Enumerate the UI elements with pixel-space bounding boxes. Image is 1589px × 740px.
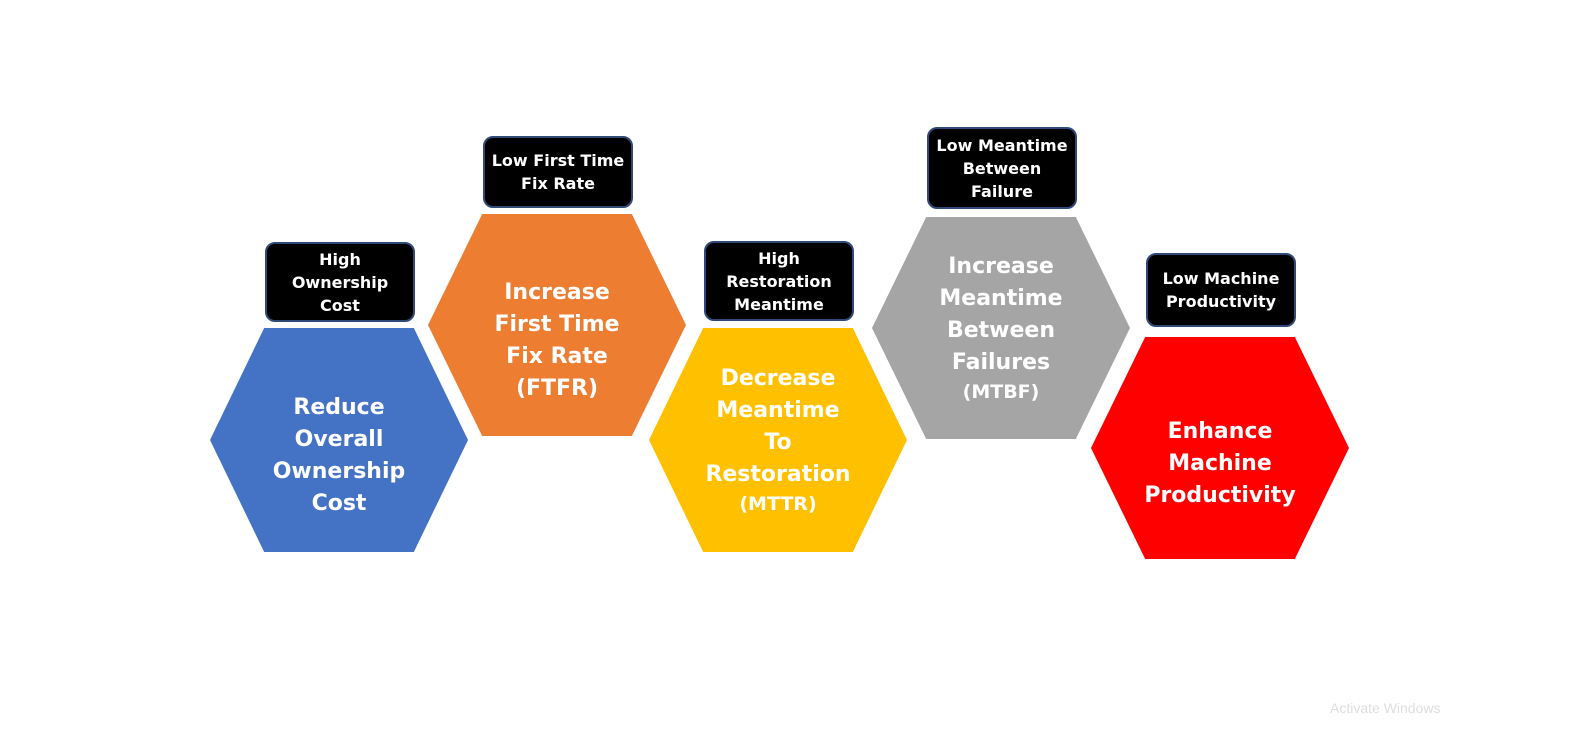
diagram-item-mtbf: Low Meantime Between Failure Increase Me… — [872, 127, 1132, 441]
goal-title: Increase Meantime Between Failures — [939, 254, 1063, 375]
goal-text: Increase First Time Fix Rate (FTFR) — [467, 245, 647, 405]
goal-hexagon: Decrease Meantime To Restoration (MTTR) — [649, 328, 907, 552]
goal-title: Decrease Meantime To Restoration — [705, 366, 851, 487]
goal-hexagon: Increase Meantime Between Failures (MTBF… — [872, 217, 1130, 439]
watermark-text: Activate Windows — [1330, 700, 1441, 716]
diagram-item-ownership-cost: High Ownership Cost Reduce Overall Owner… — [210, 242, 470, 554]
problem-label-box: Low Machine Productivity — [1146, 253, 1296, 327]
diagram-item-productivity: Low Machine Productivity Enhance Machine… — [1091, 253, 1351, 561]
goal-text: Reduce Overall Ownership Cost — [249, 360, 429, 520]
goal-text: Decrease Meantime To Restoration (MTTR) — [688, 331, 868, 549]
goal-abbreviation: (MTTR) — [739, 493, 817, 515]
problem-label-box: Low First Time Fix Rate — [483, 136, 633, 208]
goal-title: Increase First Time Fix Rate (FTFR) — [494, 280, 620, 401]
problem-label-box: Low Meantime Between Failure — [927, 127, 1077, 209]
goal-abbreviation: (MTBF) — [962, 381, 1040, 403]
goal-text: Enhance Machine Productivity — [1130, 384, 1310, 512]
goal-hexagon: Increase First Time Fix Rate (FTFR) — [428, 214, 686, 436]
diagram-item-mttr: High Restoration Meantime Decrease Meant… — [649, 241, 909, 553]
goal-hexagon: Reduce Overall Ownership Cost — [210, 328, 468, 552]
goal-title: Reduce Overall Ownership Cost — [272, 395, 406, 516]
diagram-item-ftfr: Low First Time Fix Rate Increase First T… — [428, 136, 688, 438]
goal-text: Increase Meantime Between Failures (MTBF… — [911, 219, 1091, 437]
problem-label-box: High Ownership Cost — [265, 242, 415, 322]
goal-title: Enhance Machine Productivity — [1144, 419, 1296, 508]
problem-label-box: High Restoration Meantime — [704, 241, 854, 321]
goal-hexagon: Enhance Machine Productivity — [1091, 337, 1349, 559]
